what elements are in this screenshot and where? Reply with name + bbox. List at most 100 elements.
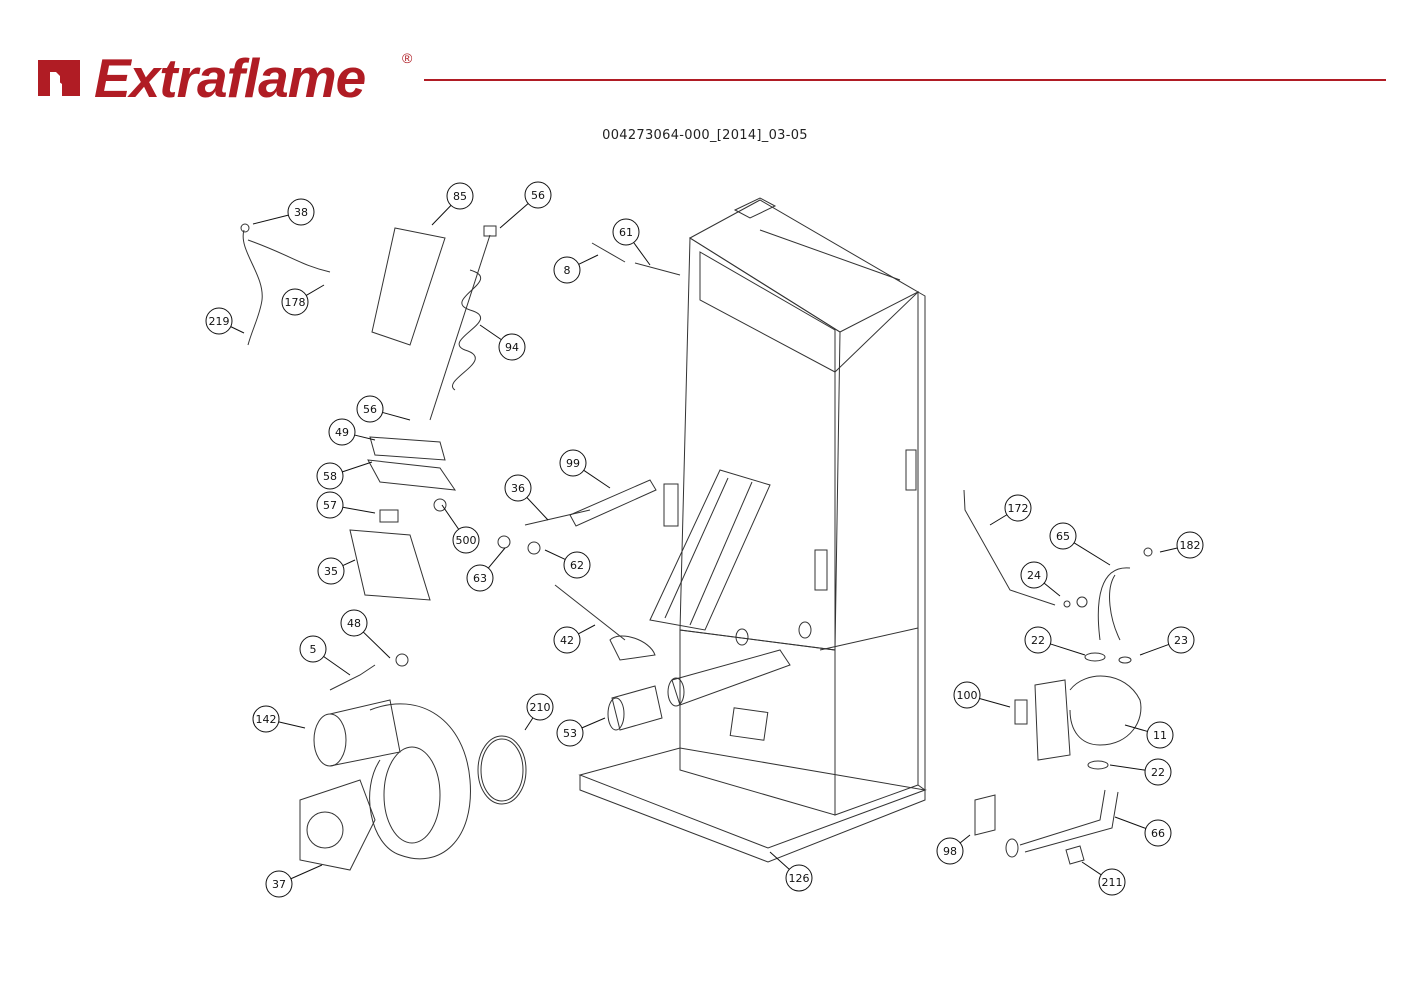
callout-label: 62 — [570, 559, 584, 572]
callout-bubble — [1024, 626, 1052, 654]
callout-94: 94 — [479, 324, 526, 361]
tube — [569, 479, 657, 527]
callout-42: 42 — [553, 624, 596, 654]
callout-bubble — [1144, 819, 1172, 847]
base-tray — [578, 747, 927, 849]
callout-bubble — [265, 870, 293, 898]
callout-61: 61 — [612, 218, 651, 266]
callout-leader-line — [959, 834, 971, 844]
document-code: 004273064-000_[2014]_03-05 — [602, 128, 808, 143]
fan-motor — [299, 779, 376, 871]
elbow-pipe — [1097, 567, 1131, 641]
callout-bubble — [287, 198, 315, 226]
callout-label: 42 — [560, 634, 574, 647]
callout-label: 500 — [456, 534, 477, 547]
callout-label: 37 — [272, 878, 286, 891]
callout-bubble — [563, 551, 591, 579]
callout-leader-line — [342, 461, 373, 473]
callout-leader-line — [342, 559, 356, 567]
callout-bubble — [466, 564, 494, 592]
callout-label: 53 — [563, 727, 577, 740]
callout-bubble — [524, 181, 552, 209]
callout-98: 98 — [936, 834, 971, 865]
callout-label: 35 — [324, 565, 338, 578]
callout-leader-line — [1073, 542, 1111, 566]
callout-leader-line — [441, 504, 460, 530]
callout-56: 56 — [499, 181, 552, 229]
callout-leader-line — [1124, 724, 1148, 732]
callout-label: 57 — [323, 499, 337, 512]
callout-bubble — [1146, 721, 1174, 749]
callout-leader-line — [1109, 764, 1146, 771]
callout-bubble — [205, 307, 233, 335]
callout-leader-line — [479, 324, 502, 341]
callout-bubble — [299, 635, 327, 663]
callout-65: 65 — [1049, 522, 1111, 566]
hose — [242, 229, 263, 346]
callout-bubble — [553, 626, 581, 654]
callout-label: 56 — [531, 189, 545, 202]
callout-63: 63 — [466, 547, 506, 592]
callout-38: 38 — [252, 198, 315, 226]
callout-53: 53 — [556, 717, 606, 747]
callout-35: 35 — [317, 557, 356, 585]
callout-49: 49 — [328, 418, 376, 446]
callout-500: 500 — [441, 504, 480, 554]
callout-leader-line — [989, 514, 1008, 526]
callout-8: 8 — [553, 254, 599, 284]
rod — [591, 242, 626, 263]
callout-bubble — [356, 395, 384, 423]
igniter — [524, 509, 591, 526]
callout-label: 61 — [619, 226, 633, 239]
callout-leader-line — [290, 864, 323, 880]
callout-leader-line — [431, 205, 452, 226]
pipe-sleeve — [611, 685, 663, 731]
callout-leader-line — [305, 284, 325, 296]
callout-bubble — [953, 681, 981, 709]
stove-body-drawing — [578, 197, 927, 863]
callout-bubble — [1004, 494, 1032, 522]
callout-182: 182 — [1159, 531, 1204, 559]
callout-bubble — [1098, 868, 1126, 896]
callout-label: 11 — [1153, 729, 1167, 742]
extraflame-logo-mark-icon — [38, 60, 80, 96]
callout-label: 58 — [323, 470, 337, 483]
callout-37: 37 — [265, 864, 323, 898]
callout-211: 211 — [1081, 861, 1126, 896]
flow-pipe — [1019, 789, 1106, 846]
components-drawing — [240, 223, 1153, 871]
callout-bubble — [498, 333, 526, 361]
callout-bubble — [526, 693, 554, 721]
cover-plate — [371, 227, 446, 346]
callout-bubble — [340, 609, 368, 637]
callout-56: 56 — [356, 395, 411, 423]
callout-label: 38 — [294, 206, 308, 219]
callout-bubble — [1020, 561, 1048, 589]
callout-48: 48 — [340, 609, 391, 659]
header-rule — [424, 79, 1386, 81]
callout-leader-line — [323, 656, 351, 676]
callout-bubble — [452, 526, 480, 554]
callout-label: 8 — [564, 264, 571, 277]
callout-label: 23 — [1174, 634, 1188, 647]
callout-leader-line — [362, 631, 391, 659]
callout-bubble — [316, 462, 344, 490]
callout-22: 22 — [1024, 626, 1086, 656]
gasket-plate — [369, 436, 446, 461]
callout-172: 172 — [989, 494, 1032, 526]
callout-85: 85 — [431, 182, 474, 226]
registered-mark: ® — [402, 50, 413, 66]
callout-36: 36 — [504, 474, 549, 521]
callout-label: 63 — [473, 572, 487, 585]
callout-57: 57 — [316, 491, 376, 519]
callout-bubble — [1144, 758, 1172, 786]
callout-22: 22 — [1109, 758, 1172, 786]
callout-99: 99 — [559, 449, 611, 489]
callout-label: 56 — [363, 403, 377, 416]
callout-label: 5 — [310, 643, 317, 656]
callout-bubble — [785, 864, 813, 892]
callout-bubble — [328, 418, 356, 446]
callout-23: 23 — [1139, 626, 1195, 656]
callout-label: 182 — [1180, 539, 1201, 552]
